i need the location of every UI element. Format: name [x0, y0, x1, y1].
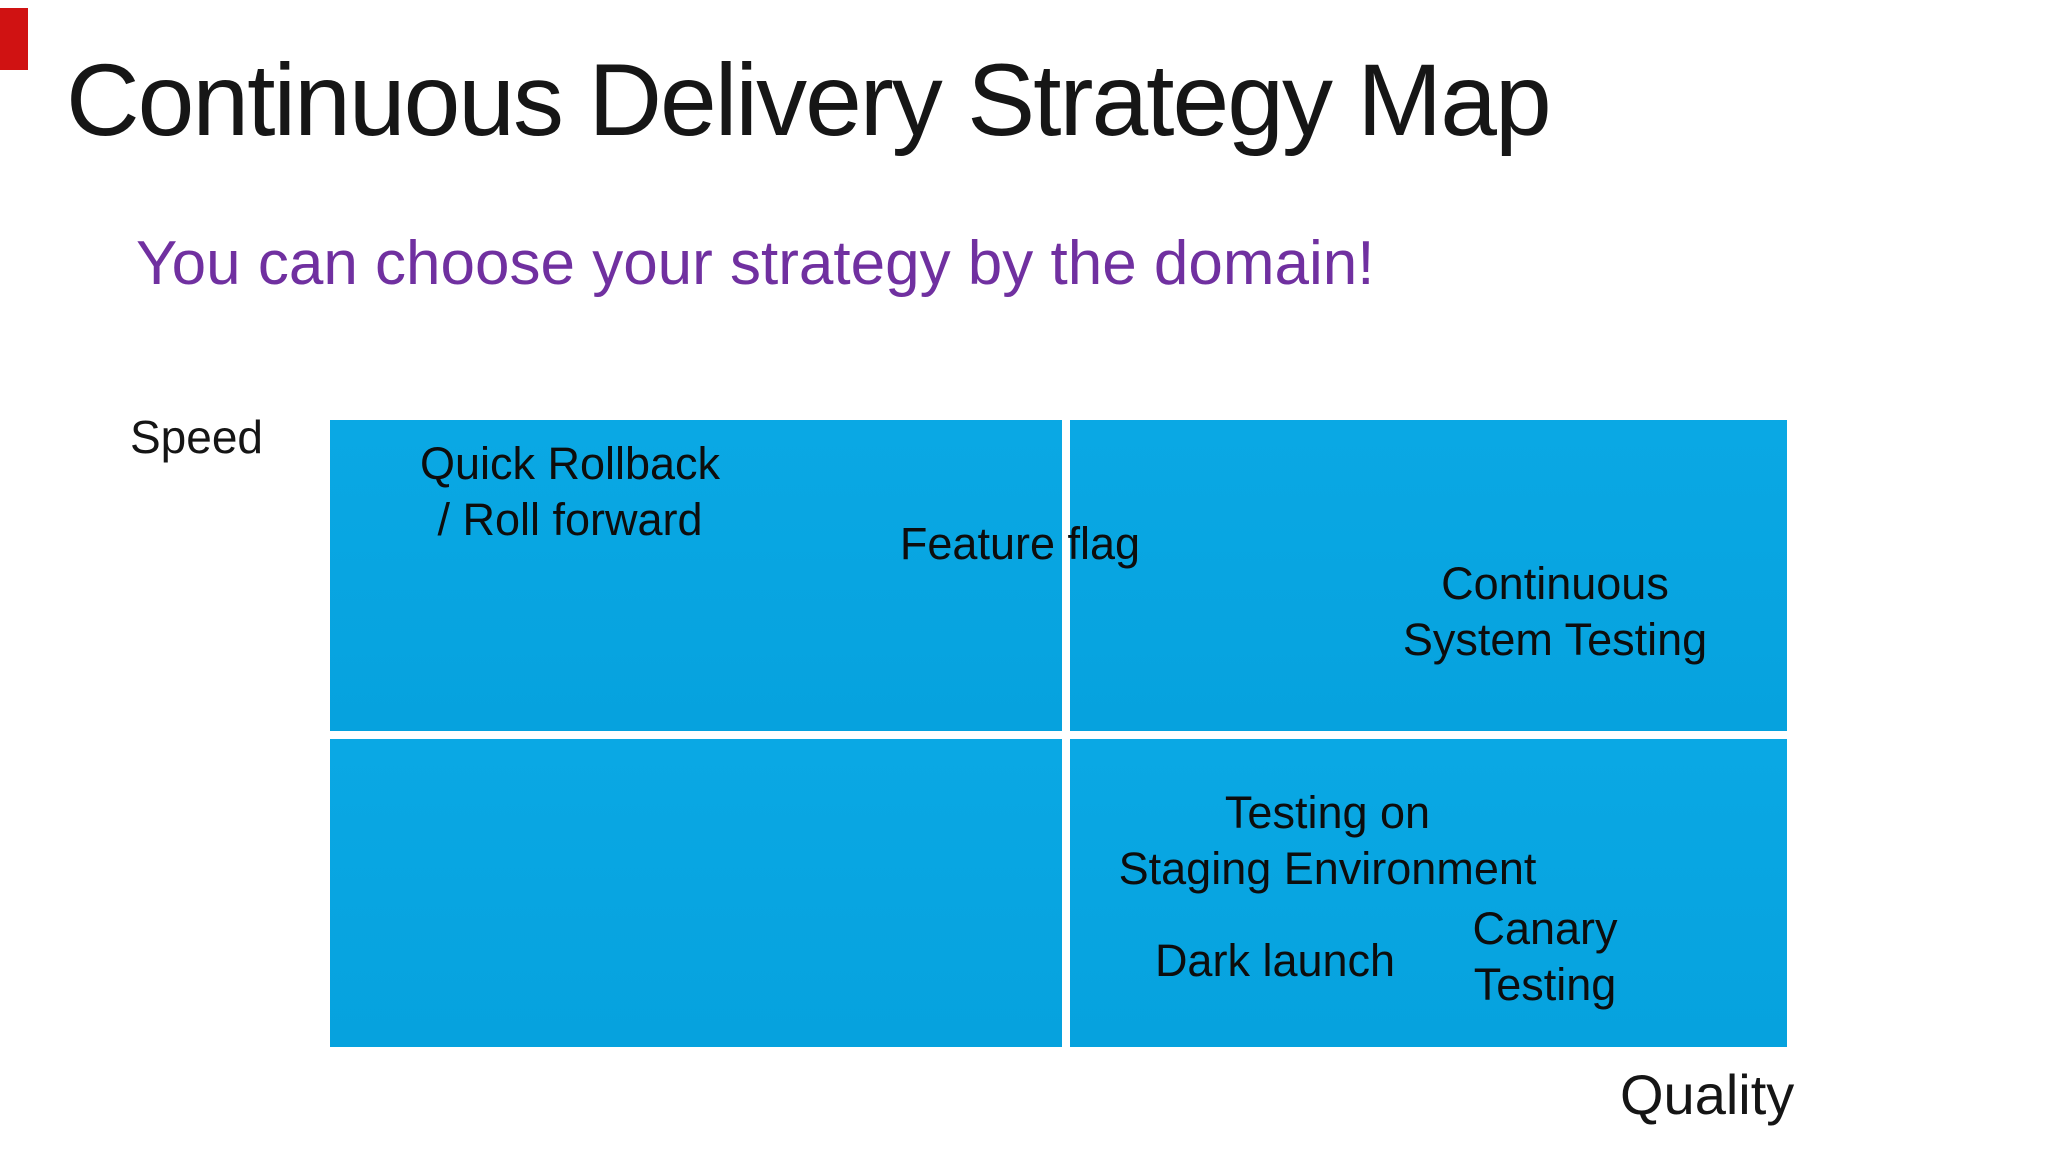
- strategy-label-line: Staging Environment: [1118, 843, 1537, 895]
- y-axis-label-speed: Speed: [130, 411, 264, 463]
- strategy-label-feature-flag: Feature flag: [850, 516, 1190, 572]
- strategy-label-testing-on-staging: Testing on Staging Environment: [1105, 785, 1550, 898]
- quadrant-top-right: [1070, 420, 1787, 731]
- strategy-label-canary-testing: Canary Testing: [1435, 901, 1655, 1014]
- x-axis-label-quality: Quality: [1620, 1063, 1795, 1126]
- quadrant-bottom-left: [330, 739, 1062, 1047]
- strategy-label-line: System Testing: [1402, 614, 1708, 666]
- slide-subtitle: You can choose your strategy by the doma…: [136, 229, 1375, 298]
- strategy-label-dark-launch: Dark launch: [1105, 933, 1445, 989]
- strategy-label-line: Testing: [1473, 959, 1617, 1011]
- page-title: Continuous Delivery Strategy Map: [66, 43, 1552, 157]
- strategy-label-line: / Roll forward: [437, 494, 703, 546]
- strategy-label-continuous-system-testing: Continuous System Testing: [1375, 556, 1735, 669]
- strategy-matrix: [330, 420, 1787, 1047]
- strategy-label-line: Testing on: [1224, 787, 1431, 838]
- strategy-label-line: Feature flag: [899, 518, 1141, 569]
- strategy-label-line: Continuous: [1441, 558, 1669, 609]
- strategy-label-line: Dark launch: [1154, 935, 1396, 986]
- red-corner-artifact: [0, 8, 28, 70]
- quadrant-bottom-right: [1070, 739, 1787, 1047]
- strategy-label-line: Canary: [1472, 903, 1618, 954]
- strategy-label-line: Quick Rollback: [419, 438, 721, 489]
- strategy-label-quick-rollback: Quick Rollback / Roll forward: [390, 436, 750, 549]
- quadrant-top-left: [330, 420, 1062, 731]
